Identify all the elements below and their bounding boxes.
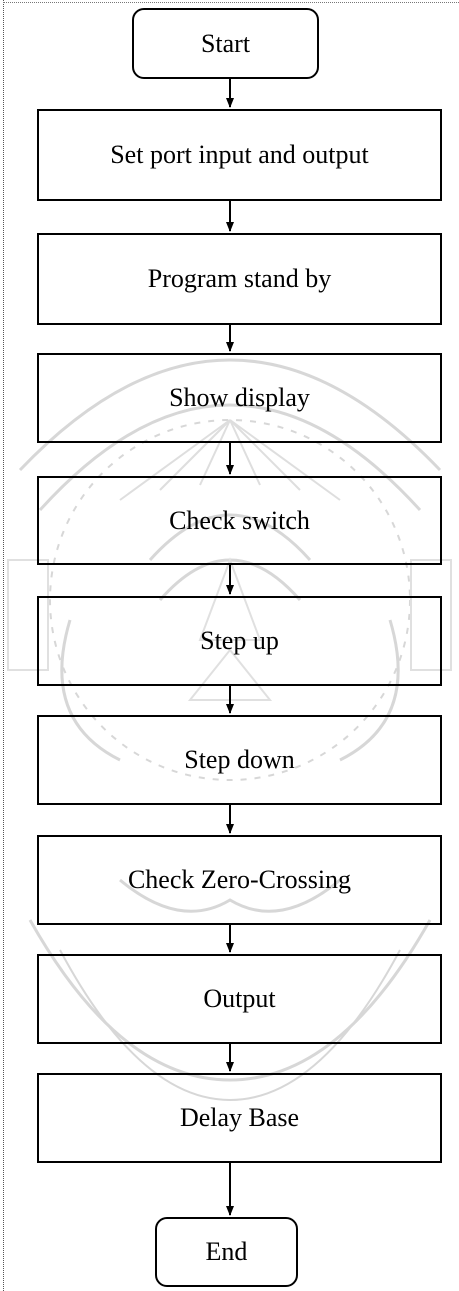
step-step-down-label: Step down	[184, 745, 295, 774]
step-set-port-io: Set port input and output	[37, 109, 442, 201]
frame-top-border	[3, 2, 459, 3]
step-step-up-label: Step up	[200, 626, 279, 655]
step-step-down: Step down	[37, 715, 442, 805]
frame-left-border	[3, 0, 4, 1291]
step-output-label: Output	[203, 984, 276, 1013]
step-step-up: Step up	[37, 596, 442, 686]
step-output: Output	[37, 954, 442, 1044]
step-set-port-io-label: Set port input and output	[110, 140, 369, 169]
start-node: Start	[132, 8, 319, 79]
step-delay-base-label: Delay Base	[179, 1103, 300, 1132]
end-label: End	[205, 1237, 248, 1266]
start-label: Start	[200, 28, 251, 58]
step-program-stand-by: Program stand by	[37, 233, 442, 325]
step-check-zero-crossing-label: Check Zero-Crossing	[127, 865, 352, 894]
step-check-switch-label: Check switch	[169, 505, 310, 535]
step-check-zero-crossing: Check Zero-Crossing	[37, 835, 442, 925]
step-program-stand-by-label: Program stand by	[147, 264, 332, 293]
step-show-display: Show display	[37, 353, 442, 443]
step-delay-base: Delay Base	[37, 1073, 442, 1163]
step-check-switch: Check switch	[37, 476, 442, 565]
step-show-display-label: Show display	[169, 383, 310, 412]
end-node: End	[155, 1217, 298, 1287]
